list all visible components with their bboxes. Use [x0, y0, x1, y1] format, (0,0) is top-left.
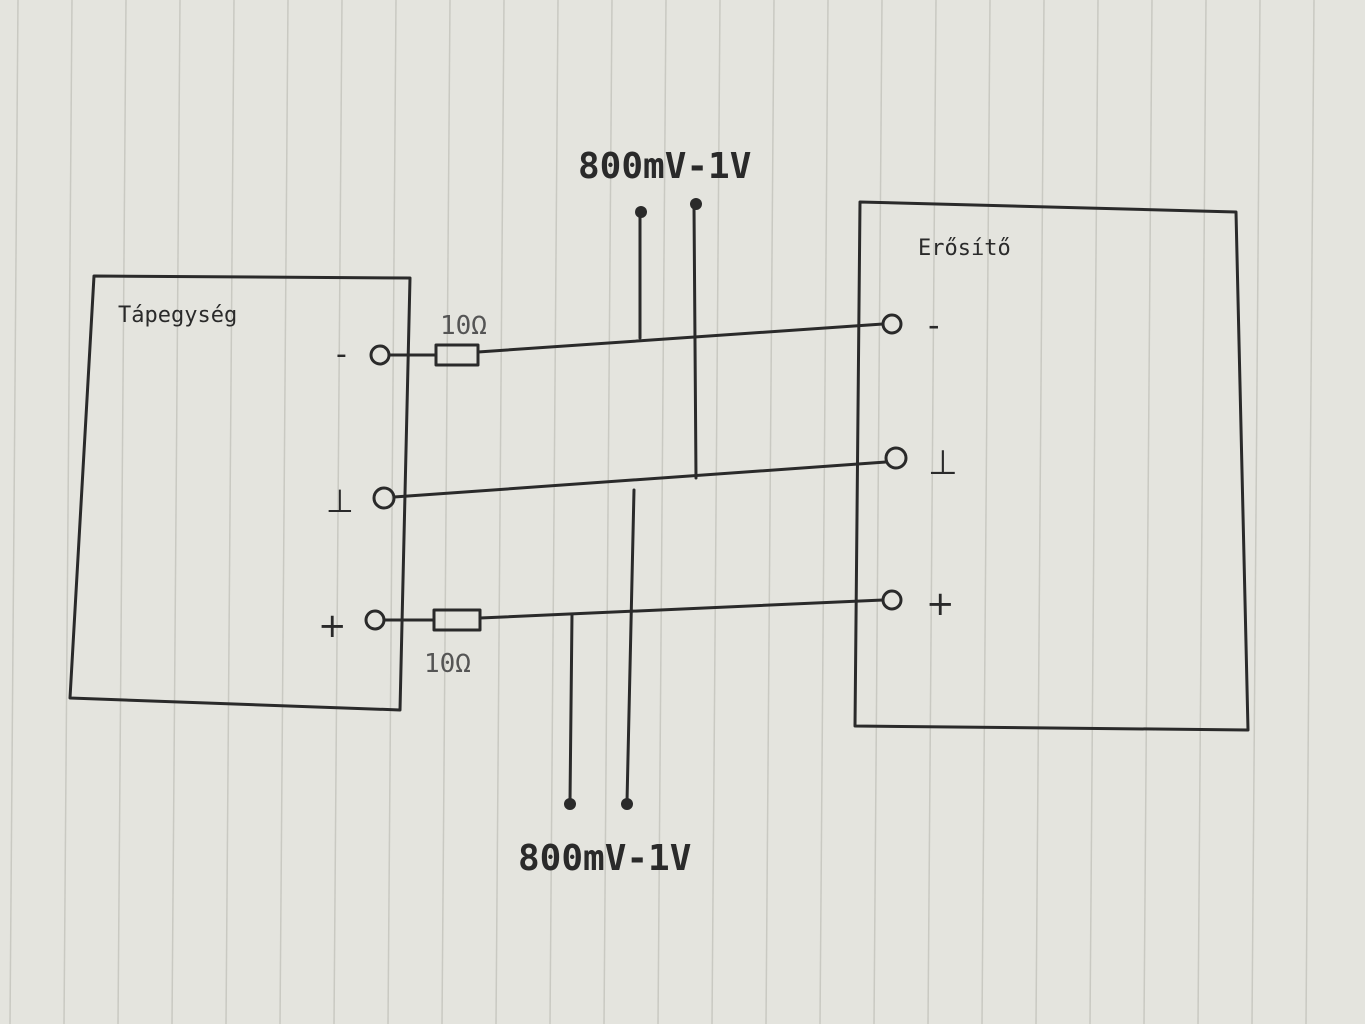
amp-ground-label: ⊥ — [928, 443, 958, 483]
psu-minus-terminal — [369, 344, 391, 366]
wires — [392, 322, 888, 620]
psu-ground-terminal — [372, 486, 396, 510]
resistor-top-label: 10Ω — [440, 311, 487, 341]
resistor-bottom: 10Ω — [382, 608, 482, 679]
amp-minus-label: - — [928, 306, 940, 344]
measurement-top-label: 800mV-1V — [578, 146, 751, 187]
resistor-top: 10Ω — [387, 311, 487, 367]
amp-plus-terminal — [881, 589, 903, 611]
notebook-lines — [9, 0, 1315, 1024]
amp-ground-terminal — [884, 446, 908, 470]
amp-plus-label: + — [926, 584, 955, 624]
wire-ground — [392, 460, 888, 499]
probe-top-right-dot — [690, 198, 702, 210]
probe-bottom: 800mV-1V — [518, 488, 691, 879]
power-supply-title: Tápegység — [118, 303, 237, 328]
probe-bottom-right-dot — [621, 798, 633, 810]
amp-minus-terminal — [881, 313, 903, 335]
probe-top-left-dot — [635, 206, 647, 218]
wire-minus — [476, 322, 885, 354]
power-supply-block: Tápegység - ⊥ + — [68, 274, 412, 712]
amplifier-title: Erősítő — [918, 236, 1011, 261]
psu-plus-terminal — [364, 609, 386, 631]
probe-bottom-left-dot — [564, 798, 576, 810]
probe-top: 800mV-1V — [578, 146, 751, 480]
psu-plus-label: + — [318, 606, 347, 646]
amplifier-block: Erősítő - ⊥ + — [853, 200, 1250, 732]
resistor-bottom-label: 10Ω — [424, 649, 471, 679]
psu-minus-label: - — [336, 337, 347, 372]
psu-ground-label: ⊥ — [326, 482, 354, 520]
wire-plus — [478, 598, 885, 620]
measurement-bottom-label: 800mV-1V — [518, 838, 691, 879]
